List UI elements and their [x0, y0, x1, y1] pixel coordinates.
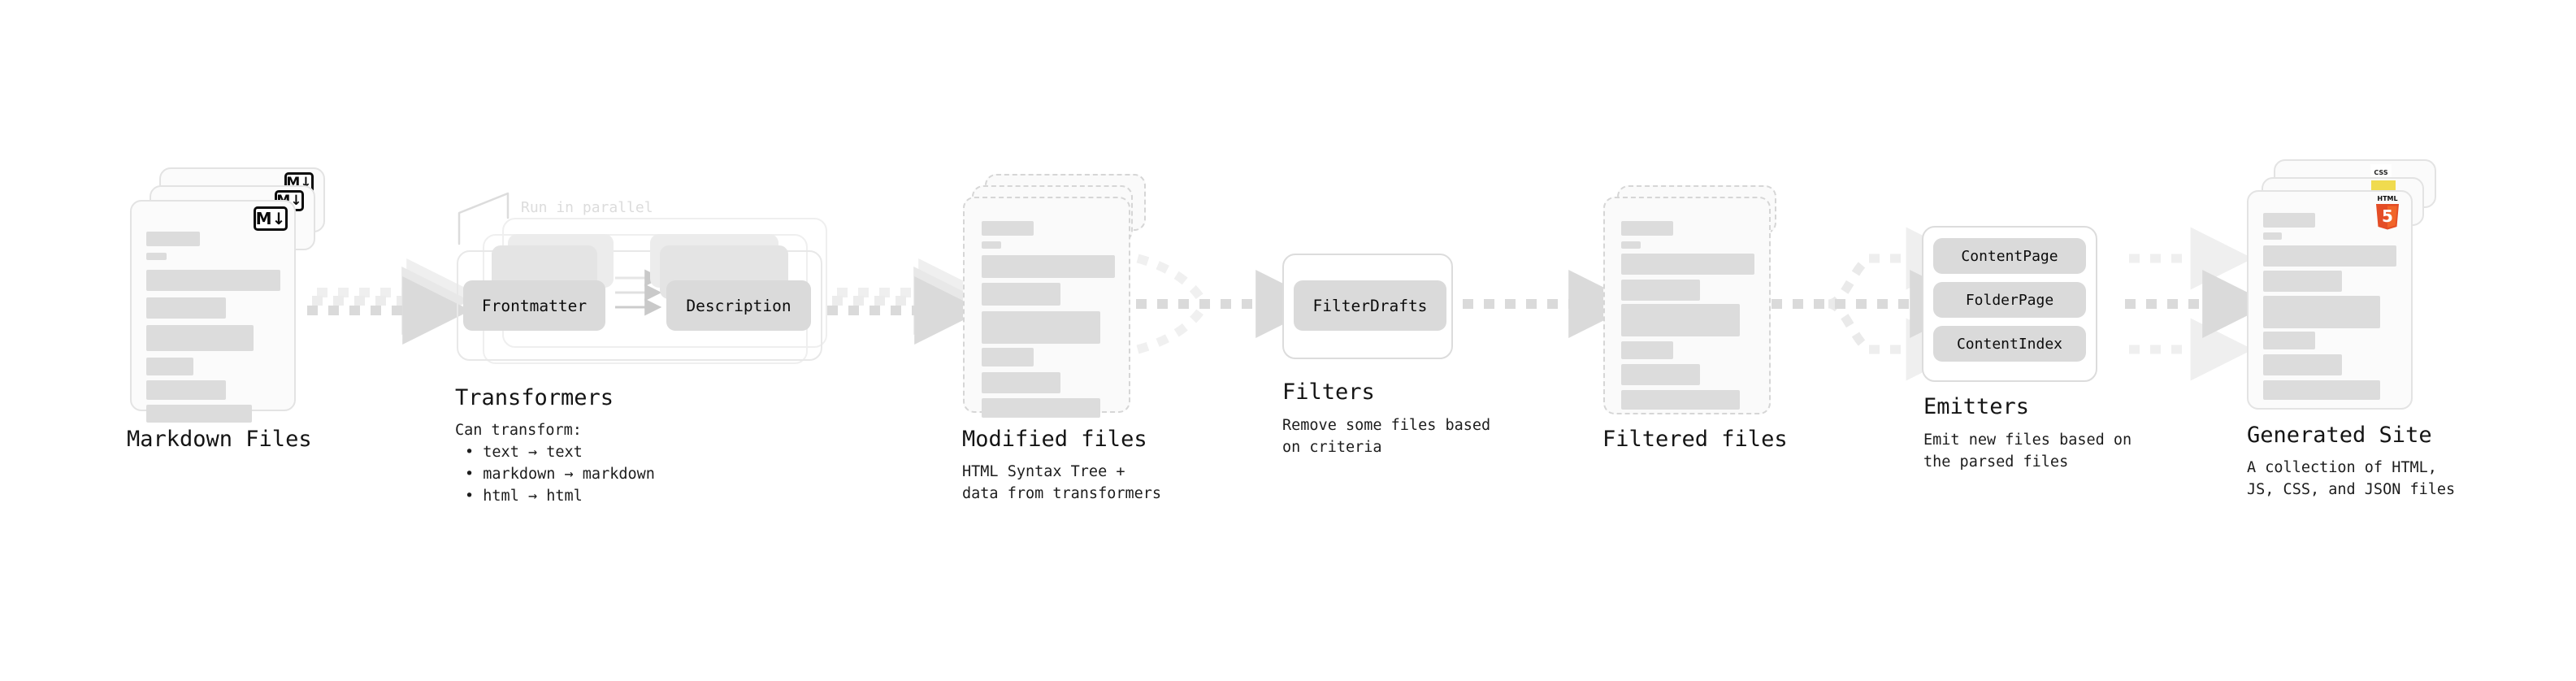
css-badge-label: CSS: [2374, 169, 2388, 176]
placeholder-line: [1621, 341, 1673, 359]
stage-title-filters: Filters: [1282, 380, 1375, 405]
svg-text:HTML: HTML: [2377, 195, 2397, 202]
stage-title-transformers: Transformers: [455, 385, 614, 410]
html5-badge: HTML 5: [2376, 195, 2399, 230]
placeholder-line: [982, 283, 1060, 306]
placeholder-line: [1621, 280, 1700, 301]
transformer-node-description[interactable]: Description: [666, 280, 811, 331]
placeholder-line: [2263, 296, 2380, 328]
arrow-modified-to-filters: [1136, 254, 1325, 354]
run-in-parallel-label: Run in parallel: [521, 199, 653, 216]
placeholder-line: [146, 358, 193, 375]
transformers-bullet-2: • html → html: [465, 488, 583, 505]
placeholder-line: [1621, 304, 1740, 336]
placeholder-line: [146, 405, 252, 423]
placeholder-line: [146, 325, 254, 351]
stage-title-filtered-files: Filtered files: [1602, 427, 1788, 452]
placeholder-line: [1621, 390, 1740, 410]
placeholder-line: [982, 311, 1100, 344]
placeholder-line: [2263, 271, 2342, 292]
placeholder-line: [1621, 241, 1641, 249]
emitters-node-folderpage[interactable]: FolderPage: [1933, 282, 2086, 318]
transformer-panel-front: [457, 250, 822, 361]
stage-subtitle-transformers: Can transform:: [455, 422, 582, 439]
placeholder-line: [982, 372, 1060, 393]
placeholder-line: [1621, 254, 1754, 275]
stage-subtitle-emitters: Emit new files based on the parsed files: [1923, 432, 2132, 471]
arrow-filtered-to-emitters: [1772, 227, 1979, 381]
placeholder-line: [982, 348, 1034, 367]
placeholder-line: [982, 398, 1100, 418]
placeholder-line: [146, 232, 200, 246]
stage-subtitle-filters: Remove some files based on criteria: [1282, 417, 1491, 456]
stage-subtitle-modified-files: HTML Syntax Tree + data from transformer…: [962, 463, 1162, 502]
html5-badge-number: 5: [2382, 206, 2393, 226]
placeholder-line: [146, 270, 280, 291]
placeholder-line: [2263, 213, 2315, 228]
placeholder-line: [2263, 245, 2396, 267]
transformers-bullet-0: • text → text: [465, 444, 583, 461]
placeholder-line: [982, 221, 1034, 236]
filters-node-filterdrafts[interactable]: FilterDrafts: [1294, 280, 1446, 331]
placeholder-line: [146, 253, 167, 260]
arrow-markdown-to-transformers: [307, 258, 475, 345]
stage-title-modified-files: Modified files: [962, 427, 1147, 452]
placeholder-line: [2263, 232, 2282, 240]
stage-title-markdown-files: Markdown Files: [127, 427, 312, 452]
placeholder-line: [146, 380, 226, 400]
placeholder-line: [146, 297, 226, 319]
placeholder-line: [982, 241, 1001, 249]
arrow-transformers-to-modified: [827, 258, 987, 345]
markdown-badge-glyph: M↓: [255, 209, 286, 228]
stage-title-emitters: Emitters: [1923, 394, 2030, 419]
transformer-node-frontmatter[interactable]: Frontmatter: [463, 280, 605, 331]
emitters-node-contentindex[interactable]: ContentIndex: [1933, 326, 2086, 362]
markdown-badge-front: M↓: [254, 206, 288, 231]
stage-subtitle-generated-site: A collection of HTML, JS, CSS, and JSON …: [2247, 459, 2456, 498]
placeholder-line: [1621, 364, 1700, 385]
placeholder-line: [1621, 221, 1673, 236]
placeholder-line: [2263, 354, 2342, 375]
stage-title-generated-site: Generated Site: [2247, 423, 2432, 448]
arrow-emitters-to-site: [2125, 227, 2271, 381]
placeholder-line: [982, 255, 1115, 278]
transformers-bullet-1: • markdown → markdown: [465, 466, 655, 483]
placeholder-line: [2263, 332, 2315, 349]
placeholder-line: [2263, 380, 2380, 400]
emitters-node-contentpage[interactable]: ContentPage: [1933, 238, 2086, 274]
